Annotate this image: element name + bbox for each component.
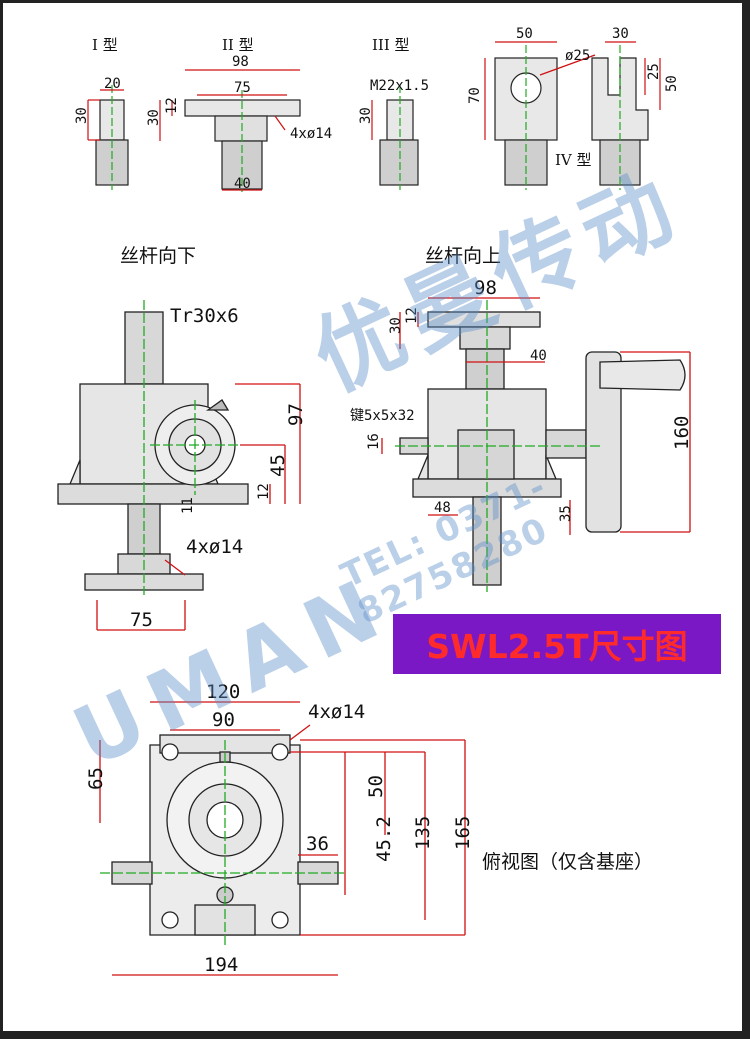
view-down-h12: 12 (256, 483, 272, 500)
type-2-drawing (159, 69, 301, 192)
view-up-drawing (381, 297, 691, 592)
type-1-width: 20 (104, 76, 121, 92)
type-3-height: 30 (358, 107, 374, 124)
view-down-holes: 4xø14 (186, 536, 243, 558)
top-view-h165: 165 (452, 816, 474, 850)
type-2-boss: 40 (234, 176, 251, 192)
type-4-bore: ø25 (565, 48, 590, 64)
view-up-boss: 40 (530, 348, 547, 364)
type-1-drawing (87, 85, 129, 190)
type-4-width: 50 (516, 26, 533, 42)
view-up-h12: 12 (404, 307, 420, 324)
type-4-slot: 25 (646, 63, 662, 80)
top-view-h50: 50 (365, 775, 387, 798)
view-down-pcd: 75 (130, 609, 153, 631)
type-4-height: 70 (467, 87, 483, 104)
type-1-label: I 型 (92, 36, 118, 54)
view-up-shaft: 16 (366, 433, 382, 450)
top-view-w120: 120 (206, 681, 240, 703)
top-view-h135: 135 (412, 816, 434, 850)
type-4-label: IV 型 (555, 151, 592, 169)
view-up-overall: 98 (474, 277, 497, 299)
view-down-title: 丝杆向下 (120, 245, 196, 267)
view-up-title: 丝杆向上 (425, 245, 501, 267)
view-down-h11: 11 (180, 497, 196, 514)
top-view-w194: 194 (204, 954, 238, 976)
top-view-drawing (99, 701, 466, 976)
type-3-drawing (371, 85, 419, 190)
top-view-w36: 36 (306, 833, 329, 855)
type-2-label: II 型 (222, 36, 254, 54)
type-4-drawing (484, 41, 661, 190)
view-down-h45: 45 (267, 454, 289, 477)
type-4-side-width: 30 (612, 26, 629, 42)
type-3-thread: M22x1.5 (370, 78, 429, 94)
view-up-key: 键5x5x32 (350, 408, 415, 424)
title-banner-text: SWL2.5T尺寸图 (426, 627, 688, 666)
type-2-height: 30 (146, 109, 162, 126)
type-4-side-height: 50 (664, 75, 680, 92)
title-banner: SWL2.5T尺寸图 (393, 614, 721, 674)
view-up-h30: 30 (388, 317, 404, 334)
type-2-overall: 98 (232, 54, 249, 70)
type-2-pcd: 75 (234, 80, 251, 96)
view-down-thread: Tr30x6 (170, 305, 239, 327)
type-1-height: 30 (74, 107, 90, 124)
top-view-caption: 俯视图（仅含基座） (482, 851, 653, 873)
view-up-h35: 35 (558, 505, 574, 522)
top-view-h65: 65 (85, 767, 107, 790)
type-3-label: III 型 (372, 36, 410, 54)
top-view-holes: 4xø14 (308, 701, 365, 723)
view-up-base: 48 (434, 500, 451, 516)
top-view-w90: 90 (212, 709, 235, 731)
view-down-drawing (57, 300, 301, 631)
type-2-holes: 4xø14 (290, 126, 332, 142)
type-2-thickness: 12 (164, 97, 180, 114)
view-down-h97: 97 (285, 403, 307, 426)
view-up-wheel: 160 (671, 416, 693, 450)
top-view-h45: 45.2 (373, 816, 395, 862)
